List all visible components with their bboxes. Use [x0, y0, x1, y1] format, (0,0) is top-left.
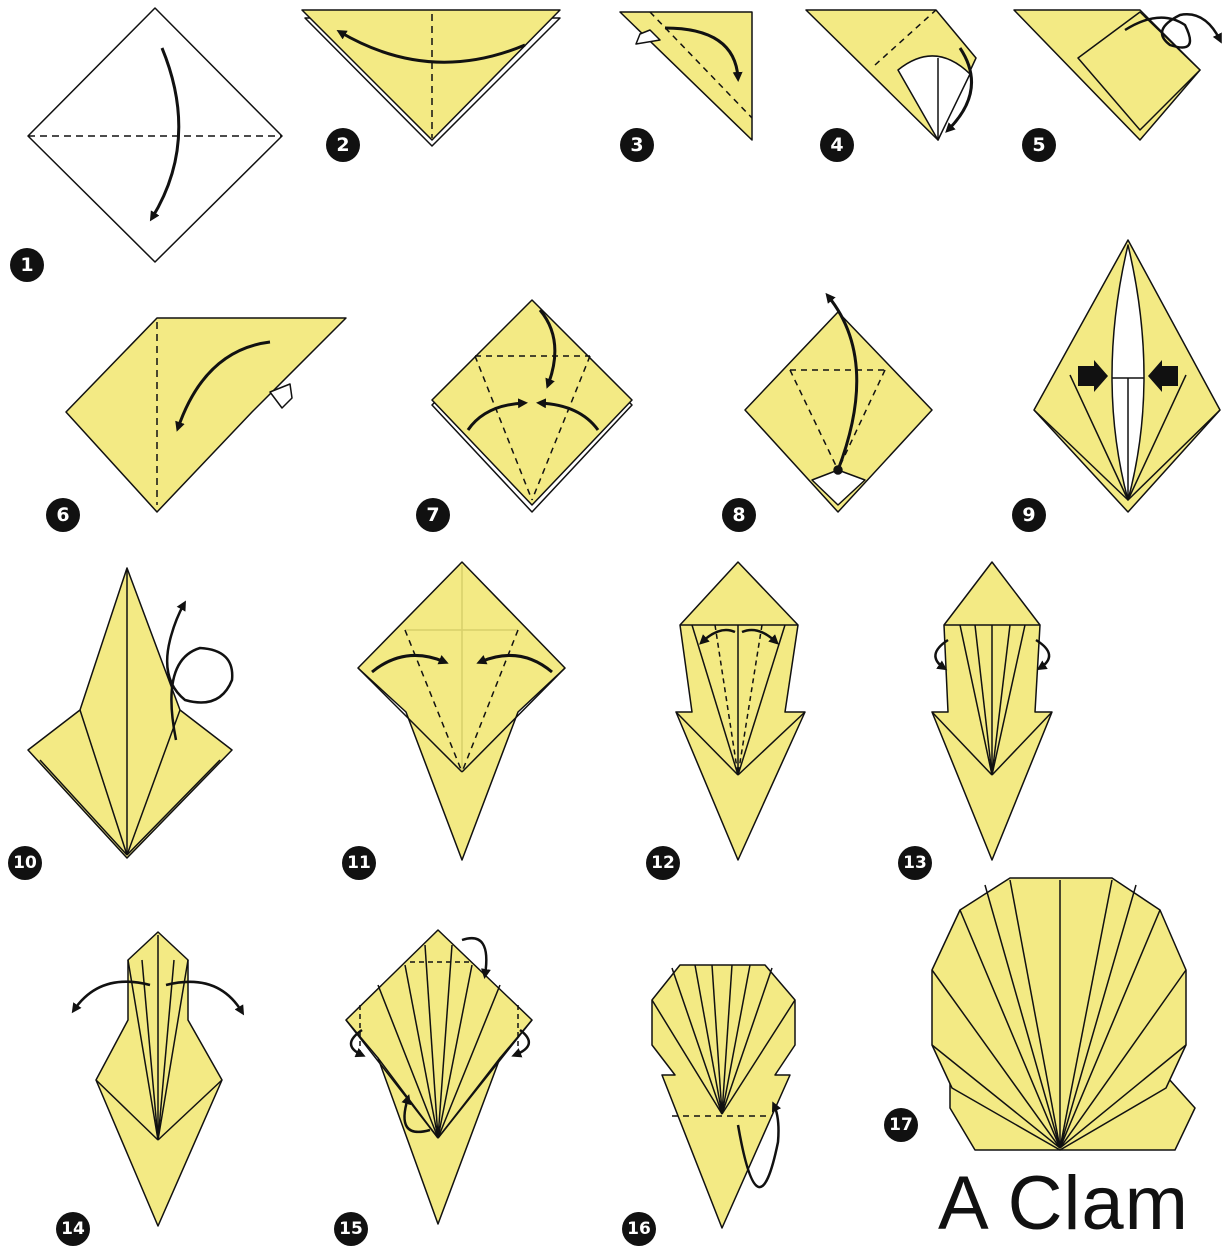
step-16-figure: [652, 965, 795, 1228]
step-2-figure: [302, 10, 560, 146]
step-10-figure: [28, 568, 232, 858]
step-number-17: 17: [884, 1108, 918, 1142]
step-17-figure: [932, 878, 1195, 1150]
step-number-9: 9: [1012, 498, 1046, 532]
step-3-figure: [620, 12, 752, 140]
step-number-1: 1: [10, 248, 44, 282]
step-6-figure: [66, 318, 346, 512]
step-13-figure: [932, 562, 1052, 860]
step-number-3: 3: [620, 128, 654, 162]
step-7-figure: [432, 300, 632, 512]
step-15-figure: [346, 930, 532, 1224]
step-14-figure: [74, 932, 242, 1226]
step-9-figure: [1034, 240, 1220, 512]
step-4-figure: [806, 10, 976, 140]
step-number-5: 5: [1022, 128, 1056, 162]
step-11-figure: [358, 562, 565, 860]
step-12-figure: [676, 562, 805, 860]
step-number-13: 13: [898, 846, 932, 880]
step-number-15: 15: [334, 1212, 368, 1246]
step-number-2: 2: [326, 128, 360, 162]
diagram-title: A Clam: [938, 1160, 1189, 1247]
step-8-figure: [745, 296, 932, 512]
step-number-6: 6: [46, 498, 80, 532]
step-number-10: 10: [8, 846, 42, 880]
step-number-12: 12: [646, 846, 680, 880]
step-number-16: 16: [622, 1212, 656, 1246]
step-5-figure: [1014, 10, 1220, 140]
step-number-14: 14: [56, 1212, 90, 1246]
step-number-11: 11: [342, 846, 376, 880]
step-number-7: 7: [416, 498, 450, 532]
step-number-4: 4: [820, 128, 854, 162]
step-number-8: 8: [722, 498, 756, 532]
step-1-figure: [28, 8, 282, 262]
